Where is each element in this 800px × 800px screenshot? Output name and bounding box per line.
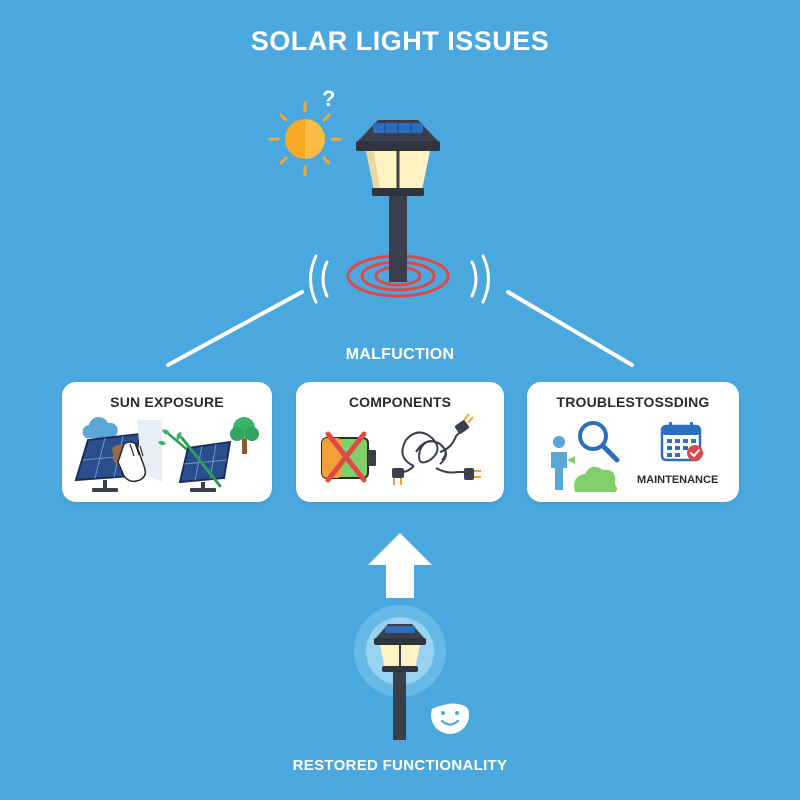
bush-icon: [574, 466, 617, 492]
magnifier-icon: [578, 421, 620, 463]
happy-face-icon: [431, 695, 469, 734]
question-mark: ?: [322, 86, 335, 111]
malfunction-label: MALFUCTION: [345, 346, 455, 363]
troubleshooting-icons: [551, 421, 703, 492]
sun-exposure-icons: [74, 416, 259, 492]
tangled-wire-icon: [401, 429, 464, 474]
sun-icon: [268, 101, 342, 177]
plug-icon: [392, 413, 481, 485]
card-troubleshooting: TROUBLESTOSSDING: [527, 382, 739, 502]
calendar-icon: [660, 422, 703, 462]
restored-lamp-icon: [354, 605, 446, 740]
dead-battery-icon: [321, 431, 376, 483]
left-connector: [166, 290, 304, 367]
restored-functionality-label: RESTORED FUNCTIONALITY: [292, 757, 508, 774]
components-icons: [321, 413, 481, 485]
maintenance-label: MAINTENANCE: [637, 474, 719, 486]
person-icon: [551, 436, 575, 490]
card-title: SUN EXPOSURE: [110, 394, 224, 410]
card-title: COMPONENTS: [348, 394, 452, 410]
card-sun-exposure: SUN EXPOSURE: [62, 382, 272, 502]
right-connector: [506, 290, 634, 367]
broken-lamp-icon: [309, 120, 490, 304]
card-title: TROUBLESTOSSDING: [556, 394, 710, 410]
hand-cleaning-icon: [112, 441, 147, 483]
up-arrow-icon: [368, 533, 432, 598]
cloud-icon: [82, 416, 118, 438]
vibration-waves: [309, 254, 490, 304]
page-title: SOLAR LIGHT ISSUES: [250, 26, 550, 56]
tree-icon: [230, 417, 259, 454]
card-components: COMPONENTS: [296, 382, 504, 502]
